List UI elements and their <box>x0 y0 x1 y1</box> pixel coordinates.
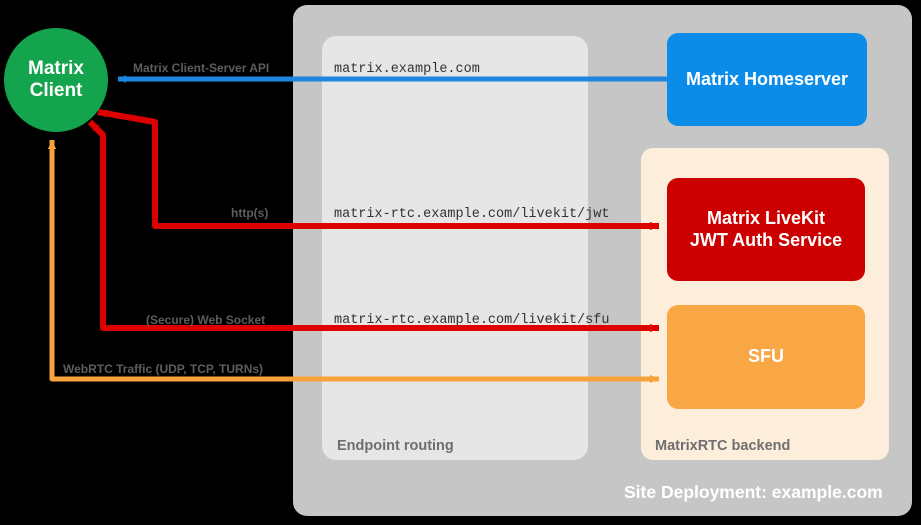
endpoint-label-matrix: matrix.example.com <box>334 62 480 77</box>
connector-caption-client-server-api: Matrix Client-Server API <box>133 61 270 75</box>
node-matrix-homeserver[interactable]: Matrix Homeserver <box>667 33 867 126</box>
endpoint-label-livekit-sfu: matrix-rtc.example.com/livekit/sfu <box>334 313 610 328</box>
node-jwt-label-line2: JWT Auth Service <box>689 229 843 250</box>
panel-caption-matrixrtc-backend: MatrixRTC backend <box>655 438 791 454</box>
node-matrix-client-label-line2: Client <box>29 80 83 101</box>
node-matrix-client-label-line1: Matrix <box>28 58 84 80</box>
connector-caption-https: http(s) <box>231 206 269 220</box>
panel-caption-endpoint-routing: Endpoint routing <box>337 438 454 454</box>
node-matrix-homeserver-label: Matrix Homeserver <box>685 68 849 89</box>
site-deployment-caption: Site Deployment: example.com <box>624 482 883 502</box>
endpoint-label-livekit-jwt: matrix-rtc.example.com/livekit/jwt <box>334 207 610 222</box>
connector-websocket-sfu <box>87 119 659 333</box>
node-sfu-label: SFU <box>748 346 784 367</box>
connector-caption-webrtc: WebRTC Traffic (UDP, TCP, TURNs) <box>63 362 264 376</box>
node-livekit-jwt-auth-service[interactable]: Matrix LiveKit JWT Auth Service <box>667 178 865 281</box>
node-sfu[interactable]: SFU <box>667 305 865 409</box>
node-jwt-label-line1: Matrix LiveKit <box>706 207 826 228</box>
connector-https-jwt <box>97 109 659 231</box>
connector-webrtc-traffic <box>47 140 659 384</box>
connector-caption-websocket: (Secure) Web Socket <box>146 313 266 327</box>
node-matrix-client[interactable]: Matrix Client <box>4 28 108 132</box>
endpoint-routing-panel <box>322 36 588 460</box>
